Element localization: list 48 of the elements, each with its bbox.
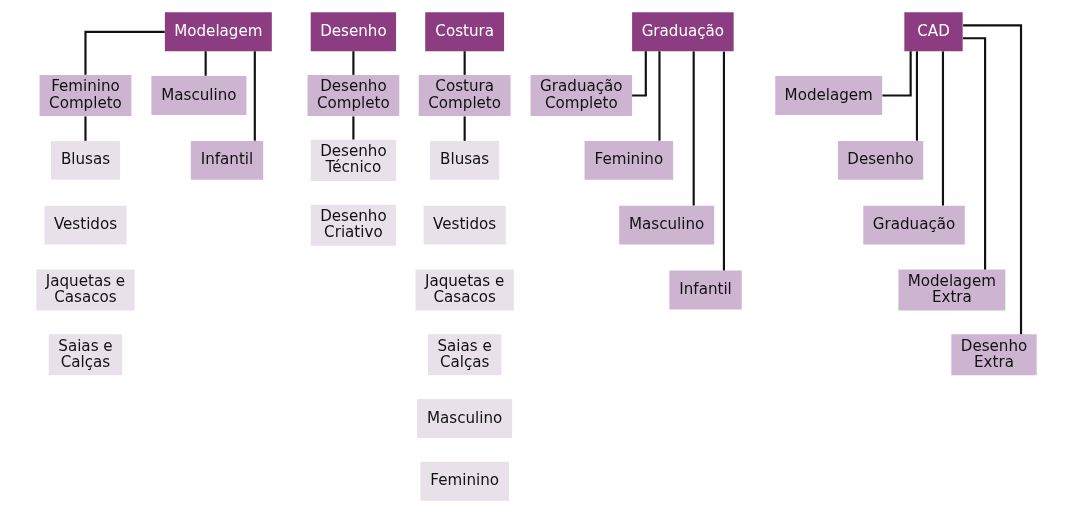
node-box: Saias e Calças: [48, 334, 123, 376]
connector: [352, 51, 355, 75]
node-box: Modelagem: [775, 76, 883, 115]
node-box: Feminino: [420, 461, 509, 501]
node-box: Infantil: [669, 270, 742, 310]
node-box: Desenho Criativo: [310, 204, 397, 246]
node-box: Desenho Completo: [307, 75, 400, 117]
connector: [463, 51, 466, 75]
connector: [692, 51, 695, 206]
connector: [253, 51, 256, 141]
node-box: Vestidos: [44, 205, 127, 245]
node-box: CAD: [904, 12, 963, 52]
node-box: Graduação: [863, 205, 965, 245]
connector: [722, 51, 725, 271]
node-box: Masculino: [417, 399, 513, 438]
node-box: Desenho Técnico: [310, 139, 397, 181]
node-box: Vestidos: [423, 205, 506, 245]
connector: [962, 37, 987, 270]
node-box: Feminino: [584, 140, 674, 180]
connector: [963, 24, 1023, 335]
node-box: Infantil: [190, 140, 264, 180]
node-box: Saias e Calças: [427, 334, 502, 376]
connector: [915, 51, 919, 141]
node-box: Blusas: [50, 140, 121, 180]
connector: [352, 116, 355, 140]
connector: [882, 51, 912, 97]
node-box: Jaquetas e Casacos: [415, 269, 514, 311]
connector: [658, 51, 661, 141]
connector: [463, 116, 466, 141]
node-box: Desenho Extra: [951, 334, 1037, 376]
node-box: Blusas: [430, 140, 500, 180]
node-box: Masculino: [151, 76, 247, 115]
node-box: Costura: [425, 12, 505, 52]
node-box: Modelagem: [164, 12, 272, 52]
connector: [204, 51, 207, 76]
node-box: Jaquetas e Casacos: [36, 269, 135, 311]
connector: [632, 51, 647, 97]
node-box: Costura Completo: [418, 75, 511, 117]
connector: [941, 51, 945, 206]
node-box: Desenho: [837, 140, 924, 180]
node-box: Desenho: [310, 12, 397, 52]
node-box: Graduação: [632, 12, 734, 52]
node-box: Feminino Completo: [39, 75, 132, 117]
node-box: Modelagem Extra: [898, 269, 1006, 311]
connector: [84, 116, 87, 141]
node-box: Graduação Completo: [530, 75, 633, 117]
connector: [84, 30, 165, 75]
node-box: Masculino: [619, 205, 715, 245]
